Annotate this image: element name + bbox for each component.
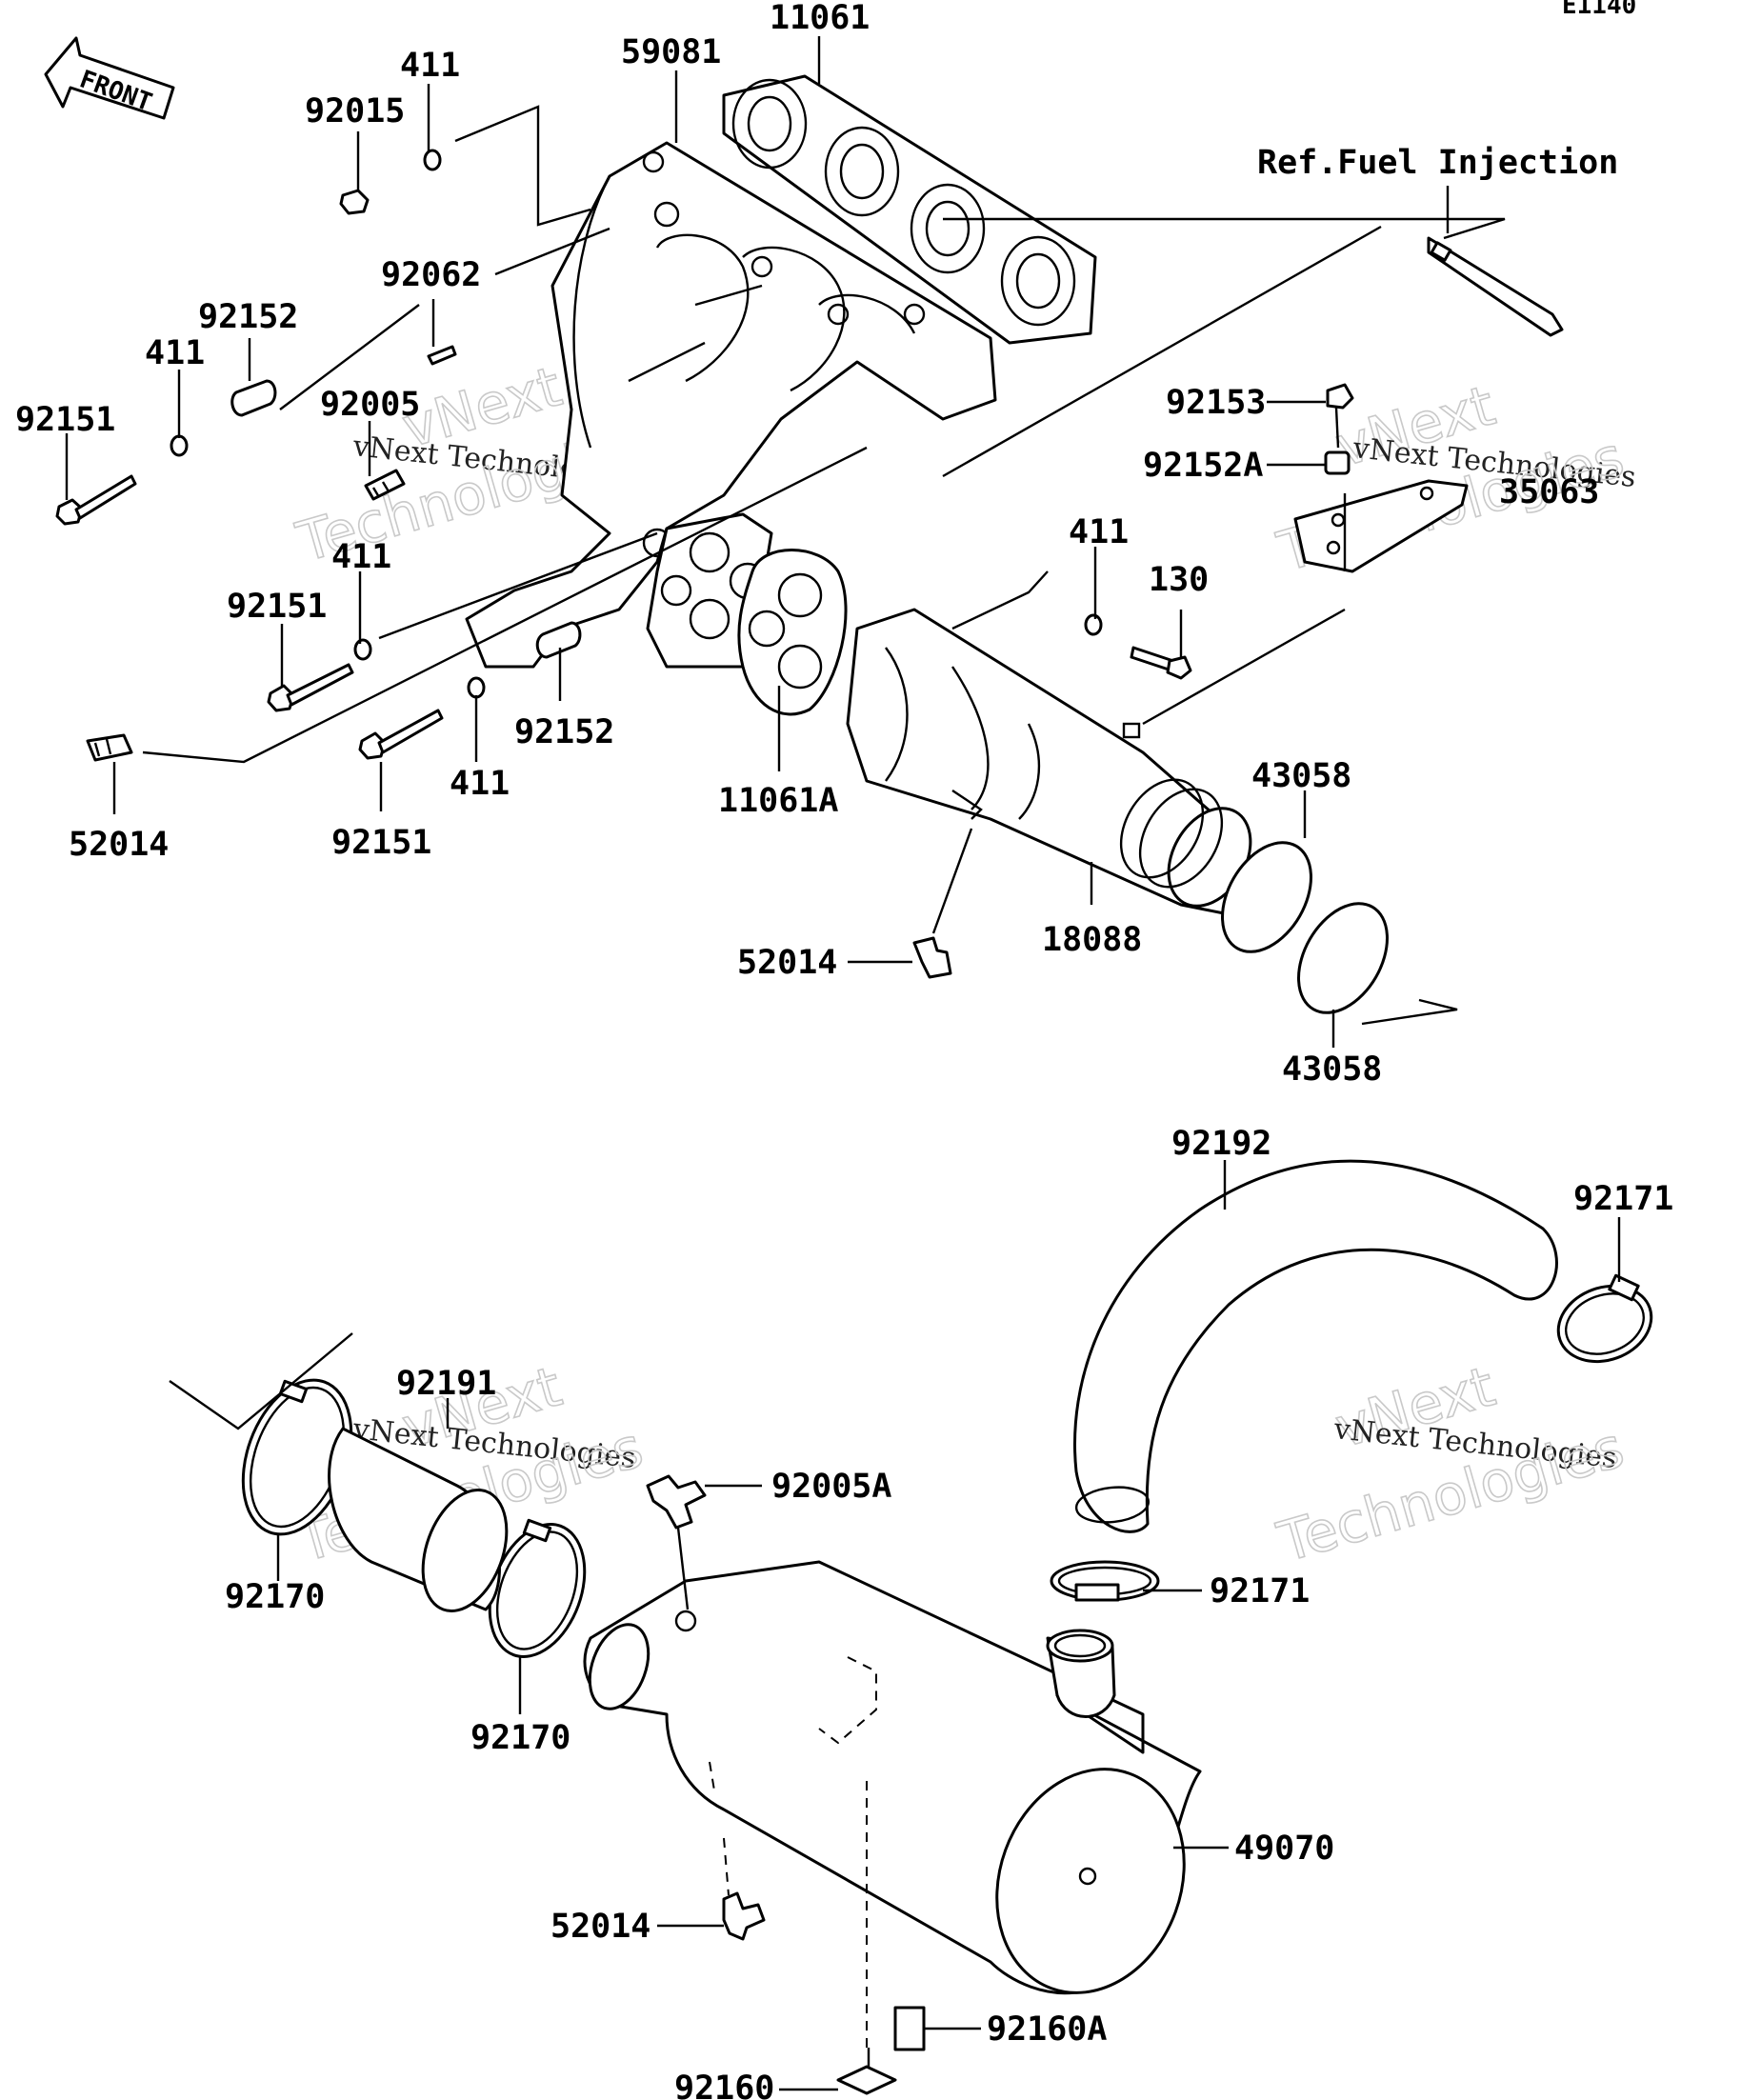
label-92151-mid: 92151 <box>227 588 327 626</box>
label-130: 130 <box>1149 561 1209 599</box>
label-43058-bottom: 43058 <box>1282 1050 1382 1089</box>
label-52014-left: 52014 <box>69 826 169 864</box>
clamp-92171-top <box>1556 1273 1653 1364</box>
label-11061: 11061 <box>770 0 870 37</box>
ring-43058-b <box>1297 902 1389 1014</box>
washer-411-right <box>1084 613 1103 636</box>
label-92191: 92191 <box>396 1365 496 1403</box>
label-411-bottom: 411 <box>450 765 510 803</box>
bracket-35063 <box>1293 479 1469 573</box>
label-11061A: 11061A <box>718 782 838 820</box>
collar-92152-left <box>230 379 277 417</box>
label-59081: 59081 <box>621 33 721 71</box>
leader-lines-lower <box>169 1160 1621 2091</box>
label-18088: 18088 <box>1042 921 1142 959</box>
label-43058-top: 43058 <box>1251 757 1351 795</box>
label-35063: 35063 <box>1499 473 1599 511</box>
fitting-52014-left <box>86 733 133 762</box>
exhaust-pipe-18088 <box>846 608 1252 916</box>
label-ref-fuel-injection: Ref.Fuel Injection <box>1257 144 1618 182</box>
collar-92152A <box>1324 450 1351 475</box>
bolt-130 <box>1130 646 1192 680</box>
clamp-92171-mid <box>1050 1560 1160 1602</box>
collar-92152-mid <box>535 621 582 659</box>
pad-92160A <box>893 2006 926 2051</box>
label-92015: 92015 <box>305 92 405 130</box>
label-92171-top: 92171 <box>1573 1180 1673 1218</box>
label-92151-left: 92151 <box>15 401 115 439</box>
label-52014-mid: 52014 <box>737 944 837 982</box>
hose-92192 <box>1073 1159 1558 1533</box>
label-92153: 92153 <box>1166 384 1266 422</box>
label-92151-bottom: 92151 <box>331 824 431 862</box>
label-92160A: 92160A <box>987 2010 1107 2049</box>
part-labels: 11061 59081 411 92015 92062 92152 411 92… <box>15 0 1673 2100</box>
gasket-11061 <box>722 74 1097 345</box>
fitting-92005A <box>646 1474 707 1610</box>
label-49070: 49070 <box>1234 1830 1334 1868</box>
washer-411-mid <box>353 638 372 661</box>
exhaust-manifold-59081 <box>465 141 997 669</box>
label-411-left: 411 <box>145 334 205 372</box>
ring-43058-a <box>1221 841 1312 953</box>
bolt-92153 <box>1326 383 1354 449</box>
stud-92062 <box>427 345 457 366</box>
nut-92015 <box>339 189 370 215</box>
front-arrow-icon: FRONT <box>44 36 175 120</box>
label-92192: 92192 <box>1171 1125 1271 1163</box>
bolt-92151-bottom <box>358 709 444 760</box>
fitting-52014-mid <box>912 936 952 979</box>
gasket-11061A <box>737 549 848 716</box>
label-411-right: 411 <box>1069 513 1129 551</box>
muffler-49070 <box>583 1560 1202 2048</box>
label-92170-left: 92170 <box>225 1578 325 1616</box>
label-92152-left: 92152 <box>198 298 298 336</box>
label-411-mid: 411 <box>331 538 391 576</box>
diagram-code: E1140 <box>1562 0 1636 20</box>
label-92005: 92005 <box>320 386 420 424</box>
label-92005A: 92005A <box>771 1468 891 1506</box>
label-52014-bottom: 52014 <box>550 1908 650 1946</box>
label-411-top: 411 <box>400 47 460 85</box>
hose-92191 <box>328 1427 509 1613</box>
label-92171-mid: 92171 <box>1210 1572 1310 1610</box>
bolt-92151-left <box>55 474 137 526</box>
fuel-injection-connector-icon <box>1427 236 1564 337</box>
label-92170-mid: 92170 <box>470 1719 570 1757</box>
label-92152A: 92152A <box>1143 447 1263 485</box>
washer-411-top <box>423 149 442 171</box>
pad-92160 <box>836 2065 897 2095</box>
leader-lines-upper <box>65 36 1506 1048</box>
fitting-52014-bottom <box>722 1891 766 1941</box>
clamp-92170-mid <box>488 1518 587 1658</box>
label-92062: 92062 <box>381 256 481 294</box>
washer-411-bottom <box>467 676 486 699</box>
washer-411-left <box>170 434 189 457</box>
label-92160: 92160 <box>674 2070 774 2100</box>
bolt-92151-mid <box>267 663 354 712</box>
label-92152-mid: 92152 <box>514 713 614 751</box>
fitting-92005 <box>364 469 406 501</box>
